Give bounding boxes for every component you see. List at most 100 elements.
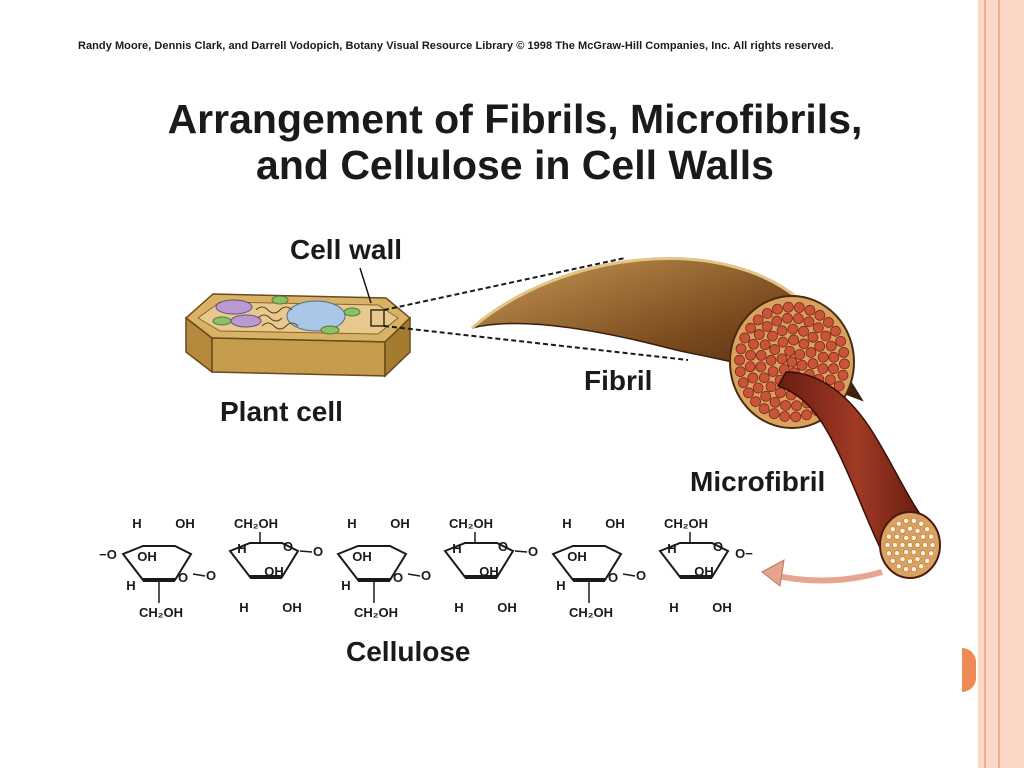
zoom-line [383,325,689,361]
atom-label: OH [175,516,195,531]
fibril-dot [743,387,754,399]
fibril-dot [782,312,793,324]
fibril-dot [807,331,819,343]
fibril-dot [790,411,802,423]
atom-label: CH₂OH [354,605,398,620]
fibril-dot [788,334,800,346]
atom-label: H [556,578,565,593]
microfibril-dot [924,526,931,533]
microfibril-dot [895,563,902,570]
atom-label: H [454,600,463,615]
fibril-dot [817,363,829,375]
fibril-dot [758,372,770,384]
chloroplast [343,307,361,317]
fibril-dot [812,322,824,334]
microfibril-dot [922,542,928,548]
microfibril-dot [907,558,913,565]
fibril-dot [801,409,812,421]
atom-label: CH₂OH [569,605,613,620]
label-fibril: Fibril [584,365,653,396]
fibril-dot [796,359,808,371]
border-stripe [1000,0,1024,768]
fibril-dot [769,344,781,355]
fibril-dot [768,408,780,420]
microfibril-dot [886,533,892,540]
microfibril-dot [889,557,896,564]
microfibril-dot [907,525,913,532]
fibril-dot [755,361,767,373]
fibril-dot [792,313,804,324]
microfibril-dot [899,556,906,563]
atom-label: H [132,516,141,531]
fibril-dot [777,336,789,348]
title-line-1: Arrangement of Fibrils, Microfibrils, [167,96,863,142]
atom-label: H [667,541,676,556]
microfibril-dot [910,549,917,555]
ring-oxygen: O [713,539,723,554]
border-stripe [984,0,986,768]
fibril-dot [761,321,773,332]
microfibril-dot [903,566,909,573]
atom-label: CH₂OH [449,516,493,531]
chloroplast [212,316,232,326]
fibril-dot [734,366,746,378]
microfibril-dot [899,542,906,548]
fibril-dot [744,361,756,373]
fibril-dot [769,396,781,408]
ring-oxygen: O [393,570,403,585]
atom-label: H [239,600,248,615]
microfibril-dot [903,549,910,555]
microfibril-dot [920,550,926,557]
fibril-dot [765,354,777,366]
microfibril-dot [894,550,900,557]
fibril-dot [786,356,798,368]
fibril-dot [748,338,759,350]
fibril-dot [759,339,771,351]
fibril-dot [830,325,841,337]
microfibril-dot [903,535,910,541]
microfibril-dot [911,517,917,524]
microfibril-dot [894,533,900,540]
microfibril-dot [929,542,936,548]
microfibril-dot [899,527,906,534]
fibril-dot [752,314,764,326]
fibril-dot [803,316,815,328]
microfibril-dot [920,533,926,540]
fibril-dot [804,304,816,316]
fibril-dot [794,349,806,360]
microfibril-dot [924,557,931,564]
ring-oxygen: O [178,570,188,585]
fibril-dot [784,345,796,357]
title-line-2: and Cellulose in Cell Walls [256,142,774,188]
atom-label: H [126,578,135,593]
microfibril-dot [895,520,902,527]
plant-cell-illustration [184,267,412,378]
microfibril-dot [892,542,898,548]
fibril-dot [787,323,799,335]
fibril-dot [752,382,764,394]
microfibril-dot [914,542,921,548]
microfibril-dot [886,550,892,557]
label-cellulose: Cellulose [346,636,471,667]
microfibril-dot [928,550,934,557]
microfibril-cross-section [884,517,936,573]
atom-label: OH [605,516,625,531]
fibril-dot [805,347,817,358]
atom-label: H [669,600,678,615]
glycosidic-oxygen: O [421,568,431,583]
fibril-dot [775,387,786,399]
chain-end-label: −O [99,547,117,562]
fibril-dot [737,377,749,389]
microfibril-dot [928,533,934,540]
label-plant-cell: Plant cell [220,396,343,427]
microfibril-to-cellulose-arrow [761,559,883,587]
fibril-dot [772,303,783,315]
fibril-dot [767,366,779,377]
fibril-dot [776,325,788,337]
atom-label: CH₂OH [664,516,708,531]
microfibril-dot [911,566,917,573]
fibril-dot [828,363,839,375]
atom-label: H [237,541,246,556]
fibril-dot [825,374,836,386]
